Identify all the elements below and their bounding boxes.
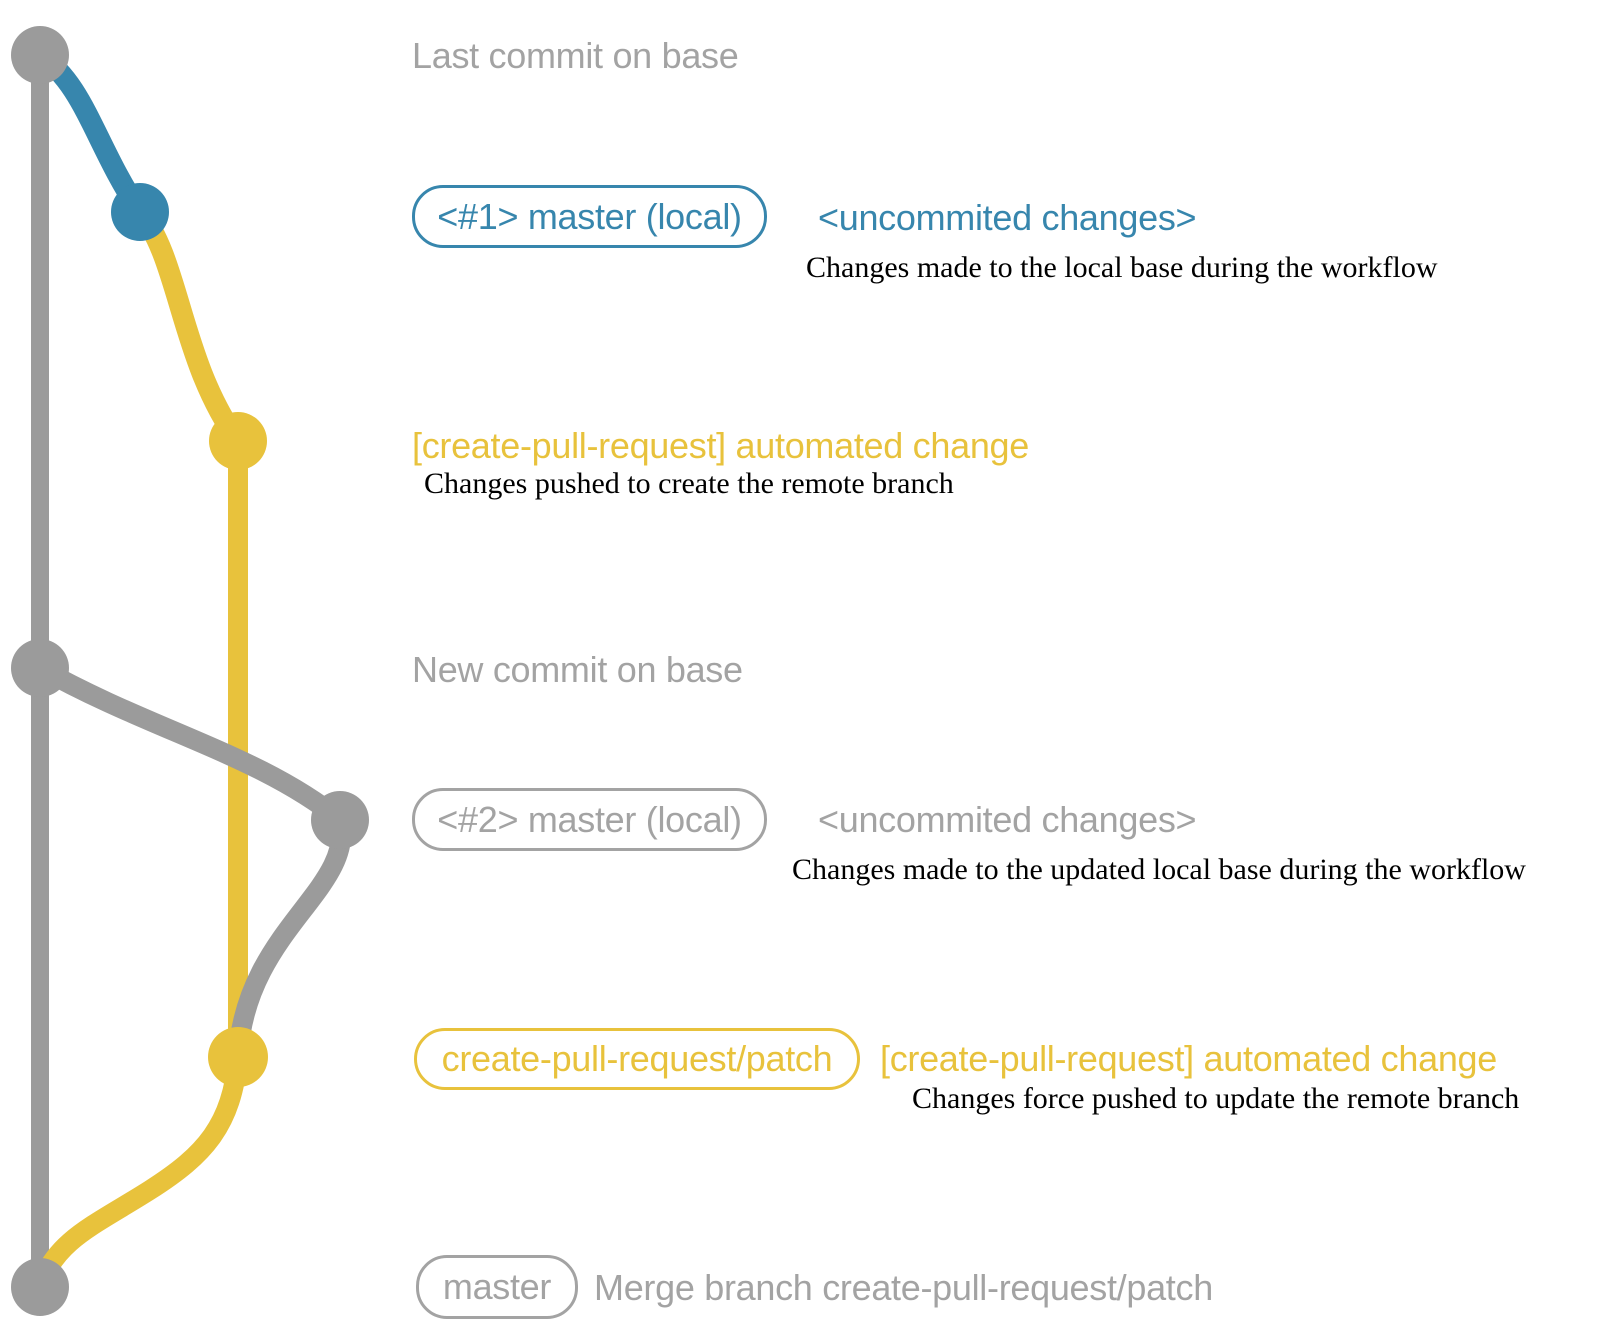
patch-branch-curve-upper — [129, 201, 249, 452]
badge-master-local-2: <#2> master (local) — [412, 788, 767, 851]
desc-local-changes-2: Changes made to the updated local base d… — [792, 853, 1526, 886]
commit-node-patch-1 — [209, 412, 267, 470]
desc-local-changes-1: Changes made to the local base during th… — [806, 251, 1438, 284]
desc-pushed-to-create: Changes pushed to create the remote bran… — [424, 467, 954, 500]
desc-force-pushed: Changes force pushed to update the remot… — [912, 1082, 1520, 1115]
note-uncommited-changes-1: <uncommited changes> — [818, 197, 1197, 238]
badge-patch-branch: create-pull-request/patch — [414, 1028, 860, 1090]
badge-master-local-1: <#1> master (local) — [412, 185, 767, 248]
commit-node-local-1 — [111, 183, 169, 241]
note-new-commit-on-base: New commit on base — [412, 649, 743, 690]
note-automated-change-1: [create-pull-request] automated change — [412, 425, 1029, 466]
commit-node-patch-2 — [208, 1027, 268, 1087]
commit-node-new-base — [11, 639, 69, 697]
commit-node-local-2 — [311, 791, 369, 849]
commit-node-merge — [11, 1258, 69, 1316]
note-last-commit-on-base: Last commit on base — [412, 35, 739, 76]
base-update-curve — [30, 658, 350, 830]
note-automated-change-2: [create-pull-request] automated change — [880, 1038, 1497, 1079]
note-merge-branch: Merge branch create-pull-request/patch — [594, 1267, 1213, 1308]
badge-master: master — [416, 1255, 578, 1319]
rebase-curve — [228, 810, 352, 1067]
commit-node-last-base — [11, 26, 69, 84]
note-uncommited-changes-2: <uncommited changes> — [818, 799, 1197, 840]
patch-merge-curve — [30, 1047, 248, 1297]
